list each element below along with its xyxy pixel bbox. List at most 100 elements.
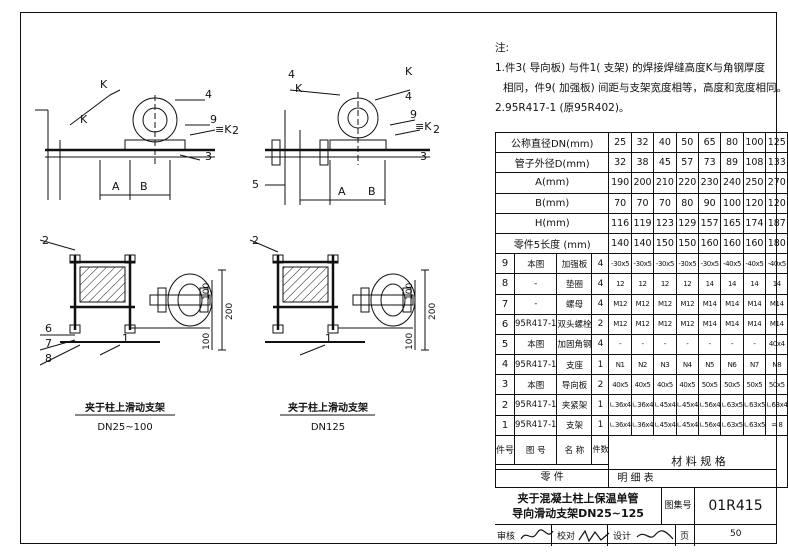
drawing-title-line-2: 导向滑动支架DN25~125 [512, 507, 644, 520]
part-spec: -30x5 [675, 253, 699, 275]
part-spec: 12 [630, 273, 655, 295]
part-spec: - [720, 333, 744, 356]
param-value: 150 [675, 232, 699, 255]
callout-4-left: 4 [205, 88, 212, 101]
part-name: 加强板 [556, 253, 593, 275]
part-spec: ∟45x4 [675, 394, 699, 416]
param-label: 管子外径D(mm) [494, 152, 610, 174]
signature-row: 审核 校对 设计 页 50 [495, 524, 777, 546]
part-number: 3 [494, 374, 516, 396]
param-value: 174 [742, 212, 767, 234]
param-value: 70 [653, 192, 677, 214]
dim-b-left: B [140, 180, 148, 193]
header-drawing: 图 号 [514, 434, 558, 465]
header-name: 名 称 [556, 434, 593, 465]
callout-2-right: 2 [433, 123, 440, 136]
part-drawing: 本图 [514, 374, 558, 396]
param-value: 65 [697, 131, 722, 154]
part-number: 5 [494, 333, 516, 356]
param-value: 32 [630, 131, 655, 154]
part-spec: M12 [653, 313, 677, 335]
part-spec: 50x5 [720, 374, 744, 396]
header-spec: 材 料 规 格 [608, 434, 788, 488]
atlas-label: 图集号 [662, 488, 695, 524]
part-name: 导向板 [556, 374, 593, 396]
param-value: 140 [608, 232, 632, 255]
part-spec: ∟56x4 [697, 414, 722, 436]
part-spec: -30x5 [630, 253, 655, 275]
param-value: 180 [765, 232, 788, 255]
callout-2-left: 2 [232, 124, 239, 137]
title-block: 夹于混凝土柱上保温单管 导向滑动支架DN25~125 图集号 01R415 审核… [495, 487, 777, 546]
param-value: 57 [675, 152, 699, 174]
part-spec: - [653, 333, 677, 356]
dim-b-right: B [368, 185, 376, 198]
header-quantity: 件数 [591, 434, 610, 465]
part-spec: M12 [675, 313, 699, 335]
part-name: 夹紧架 [556, 394, 593, 416]
part-spec: ∟63x5 [742, 414, 767, 436]
param-value: 50 [675, 131, 699, 154]
parts-label: 零 件 [494, 463, 610, 488]
param-value: 160 [742, 232, 767, 255]
callout-8: 8 [45, 352, 52, 365]
review-signature [520, 529, 554, 540]
param-value: 270 [765, 172, 788, 194]
callout-9-left: 9 [210, 113, 217, 126]
notes-line-1: 1.件3( 导向板) 与件1( 支架) 的焊接焊缝高度K与角钢厚度 [495, 62, 765, 74]
param-value: 125 [765, 131, 788, 154]
part-spec: N1 [608, 354, 632, 376]
parts-label-row: 零 件 [494, 463, 788, 488]
param-value: 140 [630, 232, 655, 255]
param-value: 80 [720, 131, 744, 154]
param-value: 240 [720, 172, 744, 194]
part-quantity: 2 [591, 313, 610, 335]
part-spec: M14 [720, 293, 744, 315]
part-spec: M14 [765, 293, 788, 315]
design-signature [636, 530, 674, 540]
param-value: 200 [630, 172, 655, 194]
engineering-drawing: K K 4 9 ≡K 2 3 A B 4 K K 4 9 ≡K 2 3 5 A … [35, 65, 440, 433]
part-spec: M14 [697, 313, 722, 335]
part-spec: M14 [697, 293, 722, 315]
param-label: A(mm) [494, 172, 610, 194]
part-spec: ∟45x4 [653, 394, 677, 416]
callout-k-4: K [405, 65, 413, 78]
param-value: 40 [653, 131, 677, 154]
part-spec: M14 [765, 313, 788, 335]
param-value: 187 [765, 212, 788, 234]
part-quantity: 1 [591, 394, 610, 416]
part-spec: ∟36x4 [608, 394, 632, 416]
part-spec: 14 [720, 273, 744, 295]
part-number: 8 [494, 273, 516, 295]
param-value: 45 [653, 152, 677, 174]
notes-line-2: 相同，件9( 加强板) 间距与支架宽度相等，高度和宽度相同。 [503, 82, 788, 94]
part-spec: ∟63x5 [720, 414, 744, 436]
part-spec: - [675, 333, 699, 356]
callout-2-plan-right: 2 [252, 234, 259, 247]
part-spec: N4 [675, 354, 699, 376]
param-value: 38 [630, 152, 655, 174]
check-label: 校对 [557, 532, 576, 542]
caption-right-range: DN125 [311, 422, 345, 433]
part-spec: M12 [630, 313, 655, 335]
param-value: 133 [765, 152, 788, 174]
part-spec: ∟63x5 [720, 394, 744, 416]
part-name: 支架 [556, 414, 593, 436]
part-spec: - [630, 333, 655, 356]
part-name: 支座 [556, 354, 593, 376]
param-value: 230 [697, 172, 722, 194]
part-quantity: 4 [591, 253, 610, 275]
part-spec: ∟36x4 [630, 394, 655, 416]
part-spec: - [608, 333, 632, 356]
part-spec: ∟45x4 [675, 414, 699, 436]
part-spec: ∟63x4 [765, 394, 788, 416]
part-spec: 40x5 [630, 374, 655, 396]
callout-5: 5 [252, 178, 259, 191]
